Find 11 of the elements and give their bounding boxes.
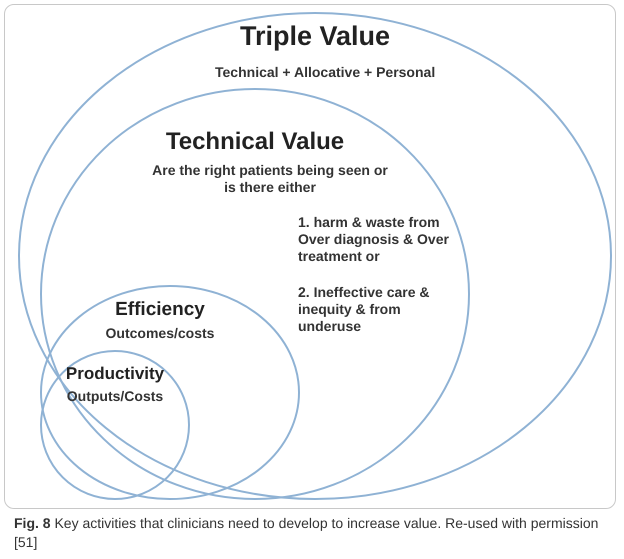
title: Triple Value: [238, 20, 392, 52]
subtitle: Technical + Allocative + Personal: [215, 64, 436, 81]
subtitle: Outcomes/costs: [104, 325, 216, 342]
title: Efficiency: [114, 299, 206, 322]
title: Productivity: [64, 364, 166, 384]
title: Technical Value: [164, 128, 346, 157]
list-item: 1. harm & waste from Over diagnosis & Over treatment or: [298, 214, 450, 264]
subtitle: Outputs/Costs: [66, 388, 164, 405]
list-item: 2. Ineffective care & inequity & from underuse: [298, 284, 431, 334]
question-text: Are the right patients being seen or is there either: [151, 162, 389, 196]
caption: Fig. 8 Key activities that clinicians need to develop to increase value. Re-used with permission [51]: [14, 514, 600, 552]
